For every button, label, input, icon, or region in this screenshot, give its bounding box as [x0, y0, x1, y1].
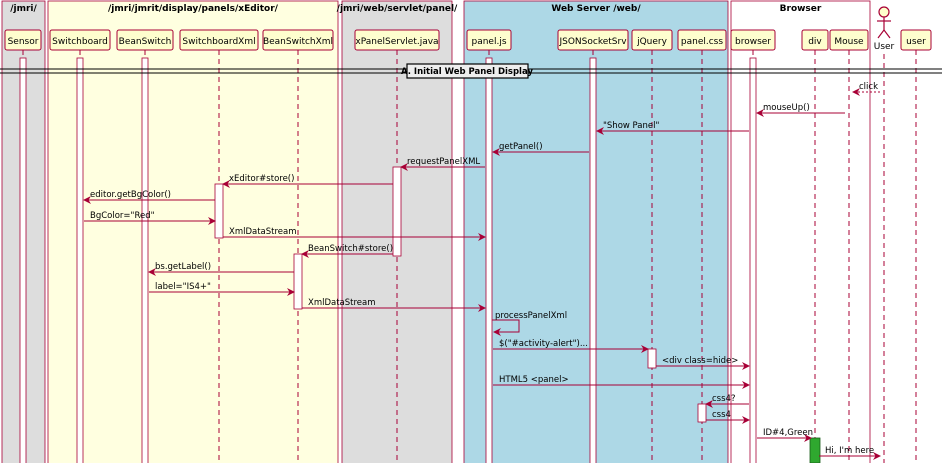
message-label: mouseUp() [763, 103, 810, 113]
activation-panelcss [697, 403, 707, 423]
message-label: editor.getBgColor() [90, 190, 171, 200]
message-2: "Show Panel" [596, 121, 749, 135]
message-label: <div class=hide> [662, 356, 738, 366]
message-9: BeanSwitch#store() [301, 244, 393, 258]
message-12: XmlDataStream [302, 298, 486, 312]
participant-heads: Sensor Switchboard BeanSwitch SwitchboardXm… [4, 6, 932, 52]
message-10: bs.getLabel() [148, 262, 294, 276]
participant-switchboard: Switchboard [49, 29, 111, 51]
group-box-title: /jmri/web/servlet/panel/ [337, 4, 458, 14]
participant-label: jQuery [636, 37, 668, 47]
message-label: $("#activity-alert")... [499, 339, 588, 349]
message-label: css4 [712, 410, 731, 420]
messages: click mouseUp() "Show Panel" getPanel() requ… [83, 82, 881, 460]
message-label: "Show Panel" [603, 121, 659, 131]
participant-jquery: jQuery [631, 29, 673, 51]
activation-jsonsocket [589, 57, 597, 463]
participant-div: div [801, 29, 829, 51]
participant-xpanelservlet: xPanelServlet.java [354, 29, 440, 51]
group-box-xeditor: /jmri/jmrit/display/panels/xEditor/ [47, 0, 339, 463]
participant-sensor: Sensor [4, 29, 42, 51]
divider-box [406, 63, 529, 79]
activation-beanswitchxml [293, 253, 303, 310]
activation-jquery [647, 348, 657, 369]
message-label: BeanSwitch#store() [308, 244, 393, 254]
participant-label: user [906, 37, 926, 47]
message-label: label="IS4+" [155, 282, 211, 292]
participant-label: Sensor [8, 37, 39, 47]
message-13: processPanelXml [492, 311, 567, 336]
message-14: $("#activity-alert")... [493, 339, 649, 353]
participant-beanswitch: BeanSwitch [116, 29, 174, 51]
group-box-title: Web Server /web/ [551, 4, 641, 14]
message-label: bs.getLabel() [155, 262, 211, 272]
participant-label: panel.js [471, 37, 506, 47]
message-4: requestPanelXML [400, 157, 485, 171]
activation-switchboardxml [214, 183, 224, 239]
participant-mouse: Mouse [829, 29, 869, 51]
participant-beanswitchxml: BeanSwitchXml [262, 29, 334, 51]
message-5: xEditor#store() [222, 174, 393, 188]
section-divider: A. Initial Web Panel Display [0, 63, 942, 79]
message-label: processPanelXml [495, 311, 567, 321]
participant-label: Switchboard [52, 37, 108, 47]
message-label: requestPanelXML [407, 157, 480, 167]
activation-switchboard [76, 57, 84, 463]
message-20: Hi, I'm here [819, 446, 881, 460]
participant-label: BeanSwitch [119, 37, 172, 47]
participant-label: SwitchboardXml [182, 37, 255, 47]
activation-bars [19, 57, 821, 463]
message-label: ID#4,Green [763, 428, 813, 438]
message-16: HTML5 <panel> [493, 375, 750, 389]
message-8: XmlDataStream [223, 227, 486, 241]
participant-label: BeanSwitchXml [263, 37, 333, 47]
actor-label: User [874, 42, 895, 52]
participant-label: xPanelServlet.java [355, 37, 438, 47]
participant-user: user [900, 29, 932, 51]
message-label: BgColor="Red" [90, 211, 155, 221]
divider-label: A. Initial Web Panel Display [401, 67, 533, 77]
activation-xpanelservlet [392, 166, 402, 257]
message-3: getPanel() [492, 142, 589, 156]
activation-browser [749, 57, 757, 463]
activation-sensor [19, 57, 27, 463]
participant-label: panel.css [681, 37, 723, 47]
message-19: ID#4,Green [757, 428, 813, 442]
message-label: XmlDataStream [308, 298, 376, 308]
participant-label: browser [735, 37, 771, 47]
participant-browser: browser [730, 29, 776, 51]
participant-jsonsocket: JSONSocketSrv [557, 29, 629, 51]
message-0: click [852, 82, 880, 96]
group-box-title: /jmri/jmrit/display/panels/xEditor/ [108, 4, 279, 14]
group-box-title: Browser [780, 4, 822, 14]
message-18: css4 [706, 410, 750, 424]
participant-label: div [808, 37, 822, 47]
activation-beanswitch [141, 57, 149, 463]
activation-paneljs [485, 57, 493, 463]
message-6: editor.getBgColor() [83, 190, 215, 204]
message-label: xEditor#store() [229, 174, 294, 184]
message-1: mouseUp() [756, 103, 845, 117]
participant-paneljs: panel.js [466, 29, 512, 51]
message-label: css4? [712, 394, 735, 404]
message-17: css4? [705, 394, 749, 408]
message-15: <div class=hide> [656, 356, 750, 370]
message-label: click [859, 82, 878, 92]
activation-div [809, 437, 821, 463]
participant-panelcss: panel.css [677, 29, 727, 51]
participant-label: JSONSocketSrv [558, 37, 627, 47]
user-actor-icon: User [874, 6, 895, 52]
message-label: getPanel() [499, 142, 543, 152]
message-label: HTML5 <panel> [499, 375, 569, 385]
participant-label: Mouse [834, 37, 864, 47]
message-label: XmlDataStream [229, 227, 297, 237]
group-box-title: /jmri/ [10, 4, 37, 14]
message-label: Hi, I'm here [825, 446, 874, 456]
message-7: BgColor="Red" [84, 211, 216, 225]
participant-switchboardxml: SwitchboardXml [179, 29, 259, 51]
message-11: label="IS4+" [149, 282, 295, 296]
